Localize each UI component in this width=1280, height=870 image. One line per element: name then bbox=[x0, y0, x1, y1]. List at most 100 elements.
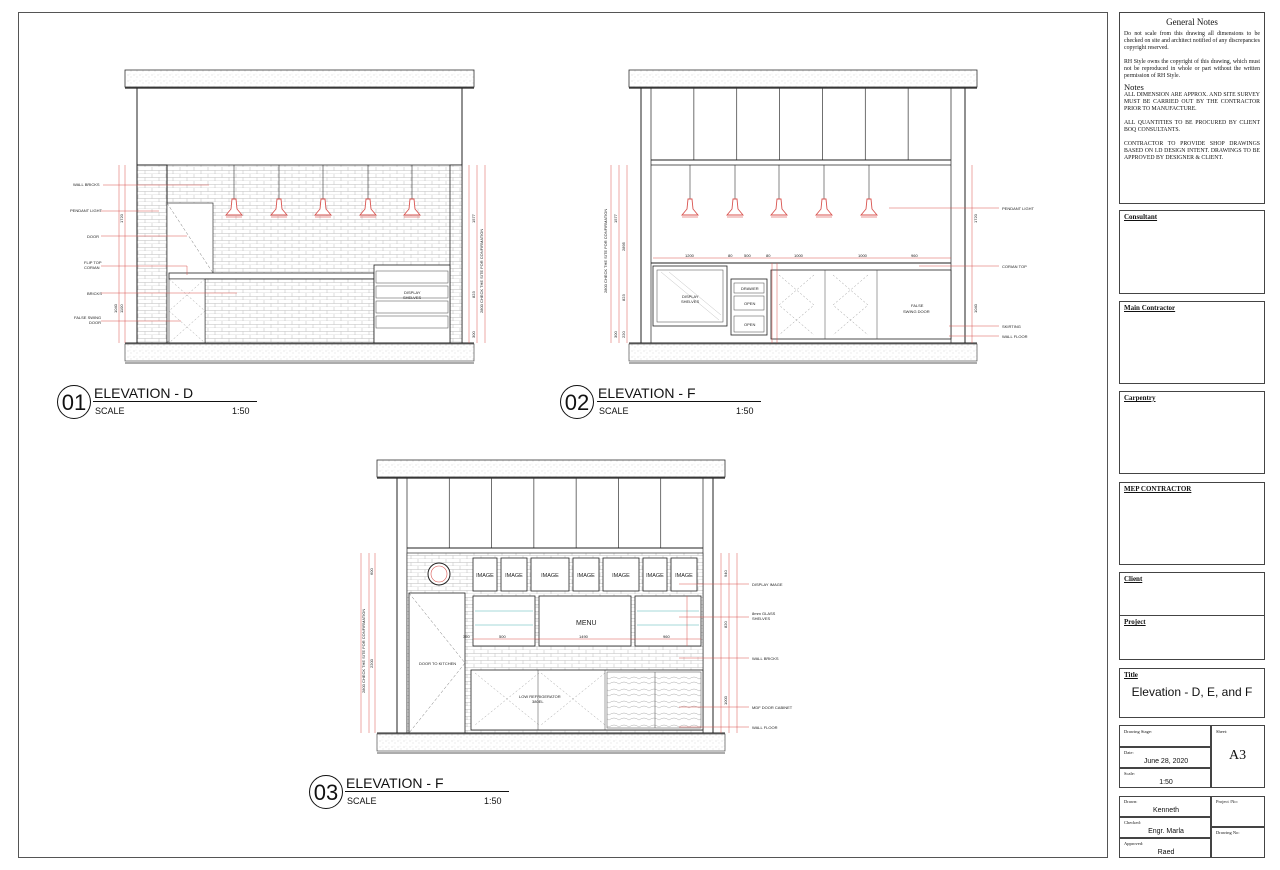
note-2: ALL QUANTITIES TO BE PROCURED BY CLIENT … bbox=[1124, 120, 1260, 133]
client-box: Client bbox=[1119, 572, 1265, 616]
f2-image-frame-1: IMAGE bbox=[472, 557, 498, 592]
sheet-label: Sheet: bbox=[1216, 729, 1228, 734]
f-pendant-1 bbox=[681, 165, 699, 218]
f-d3: 500 bbox=[744, 253, 751, 258]
d-pendant-1 bbox=[225, 165, 243, 218]
consultant-box: Consultant bbox=[1119, 210, 1265, 294]
svg-text:IMAGE: IMAGE bbox=[541, 573, 559, 579]
drawn-label: Drawn: bbox=[1124, 799, 1138, 804]
carpentry-title: Carpentry bbox=[1124, 394, 1156, 402]
date-label: Date: bbox=[1124, 750, 1134, 755]
d-display-label: DISPLAY bbox=[404, 290, 421, 295]
f2-d2: 1490 bbox=[579, 634, 589, 639]
carpentry-box: Carpentry bbox=[1119, 391, 1265, 474]
project-no-cell: Project /No: bbox=[1211, 796, 1265, 827]
d-false-door-label: FALSE SWING bbox=[74, 315, 101, 320]
elevation-02-name: ELEVATION - F bbox=[598, 385, 696, 401]
f-d4: 80 bbox=[766, 253, 771, 258]
general-notes-para1: Do not scale from this drawing all dimen… bbox=[1124, 31, 1260, 51]
sheet-cell: Sheet: A3 bbox=[1211, 725, 1265, 788]
checked-value: Engr. Marla bbox=[1148, 828, 1184, 835]
f-pendant-4 bbox=[815, 165, 833, 218]
f-pendant-5 bbox=[860, 165, 878, 218]
svg-text:IMAGE: IMAGE bbox=[476, 573, 494, 579]
elevation-03-name: ELEVATION - F bbox=[346, 775, 444, 791]
elevation-f-02: DISPLAY SHELVES DRAWER OPEN OPEN FALSE S… bbox=[603, 69, 1034, 364]
scale-cell: Scale: 1:50 bbox=[1119, 768, 1211, 788]
elevation-03-number: 03 bbox=[309, 775, 343, 809]
elevations-drawing: DISPLAY SHELVES W bbox=[70, 69, 1034, 754]
f-v2: 1720 bbox=[973, 213, 978, 223]
d-pendant-5 bbox=[403, 165, 421, 218]
f-d6: 1000 bbox=[858, 253, 868, 258]
drawing-no-label: Drawing No: bbox=[1216, 830, 1240, 835]
f2-mdf-label: MDF DOOR CABINET bbox=[752, 705, 793, 710]
f2-image-frame-6: IMAGE bbox=[642, 557, 668, 592]
f2-v2: 2200 bbox=[369, 658, 374, 668]
f-display-label: DISPLAY bbox=[682, 294, 699, 299]
f2-low-ref-label: LOW REFRIGERATOR bbox=[519, 694, 561, 699]
d-dim3: 1040 bbox=[113, 303, 118, 313]
f-drawer-label: DRAWER bbox=[741, 286, 759, 291]
f-open1-label: OPEN bbox=[744, 301, 755, 306]
f-check: 2800 CHECK THE SITE FOR CONFIRMATION bbox=[603, 209, 608, 293]
title-value: Elevation - D, E, and F bbox=[1131, 685, 1253, 699]
title-block-panel: General Notes Do not scale from this dra… bbox=[1119, 12, 1265, 858]
d-door-label: DOOR bbox=[87, 234, 99, 239]
general-notes-para2: RH Style owns the copyright of this draw… bbox=[1124, 59, 1260, 79]
general-notes-title: General Notes bbox=[1166, 17, 1218, 27]
f2-v3: 940 bbox=[723, 570, 728, 577]
drawn-cell: Drawn: Kenneth bbox=[1119, 796, 1211, 817]
svg-text:IMAGE: IMAGE bbox=[675, 573, 693, 579]
project-title: Project bbox=[1124, 618, 1146, 626]
d-pendant-4 bbox=[359, 165, 377, 218]
f-v1: 1577 bbox=[613, 213, 618, 223]
svg-text:IMAGE: IMAGE bbox=[612, 573, 630, 579]
general-notes-box: General Notes Do not scale from this dra… bbox=[1119, 12, 1265, 204]
elevation-01-number: 01 bbox=[57, 385, 91, 419]
d-dim4: 1577 bbox=[471, 213, 476, 223]
mep-title: MEP CONTRACTOR bbox=[1124, 485, 1192, 493]
d-dim6: 300 bbox=[471, 331, 476, 338]
approved-value: Raed bbox=[1157, 849, 1175, 856]
notes-heading: Notes bbox=[1124, 82, 1144, 92]
d-pendant-3 bbox=[314, 165, 332, 218]
approved-cell: Approved: Raed bbox=[1119, 838, 1211, 858]
elevation-01-name: ELEVATION - D bbox=[94, 385, 194, 401]
d-flip-top-label: FLIP TOP bbox=[84, 260, 102, 265]
consultant-title: Consultant bbox=[1124, 213, 1158, 221]
f2-door-kitchen-label: DOOR TO KITCHEN bbox=[419, 661, 456, 666]
d-corian-label: CORIAN bbox=[84, 265, 100, 270]
elevation-01-scale: 1:50 bbox=[232, 406, 250, 416]
f2-glass-label: 8mm GLASS bbox=[752, 611, 776, 616]
f2-image-frame-5: IMAGE bbox=[602, 557, 640, 592]
d-pendant-label: PENDANT LIGHT bbox=[70, 208, 102, 213]
elevation-03-scale-label: SCALE bbox=[347, 796, 377, 806]
title-label: Title bbox=[1124, 671, 1138, 679]
d-dim2: 1100 bbox=[119, 304, 124, 313]
drawing-sheet: DISPLAY SHELVES W bbox=[18, 12, 1108, 858]
svg-text:IMAGE: IMAGE bbox=[646, 573, 664, 579]
f2-d1: 500 bbox=[499, 634, 506, 639]
main-contractor-box: Main Contractor bbox=[1119, 301, 1265, 384]
f-wall-floor-label: WALL FLOOR bbox=[1002, 334, 1028, 339]
sheet-value: A3 bbox=[1229, 748, 1247, 763]
d-dim1: 1720 bbox=[119, 213, 124, 223]
approved-label: Approved: bbox=[1124, 841, 1144, 846]
f-pendant-3 bbox=[770, 165, 788, 218]
f-d2: 80 bbox=[728, 253, 733, 258]
f-shelves-label: SHELVES bbox=[681, 299, 699, 304]
d-shelves-label: SHELVES bbox=[403, 295, 421, 300]
elevation-02-scale: 1:50 bbox=[736, 406, 754, 416]
mep-box: MEP CONTRACTOR bbox=[1119, 482, 1265, 565]
checked-cell: Checked: Engr. Marla bbox=[1119, 817, 1211, 838]
elevation-02-underline bbox=[597, 401, 761, 402]
f2-check: 2800 CHECK THE SITE FOR CONFIRMATION bbox=[361, 609, 366, 693]
f-d7: 960 bbox=[911, 253, 918, 258]
f-pendant-label: PENDANT LIGHT bbox=[1002, 206, 1034, 211]
f-false-label: FALSE bbox=[911, 303, 924, 308]
f-v3: 2895 bbox=[621, 241, 626, 251]
f2-display-image-label: DISPLAY IMAGE bbox=[752, 582, 783, 587]
elevation-02-number: 02 bbox=[560, 385, 594, 419]
